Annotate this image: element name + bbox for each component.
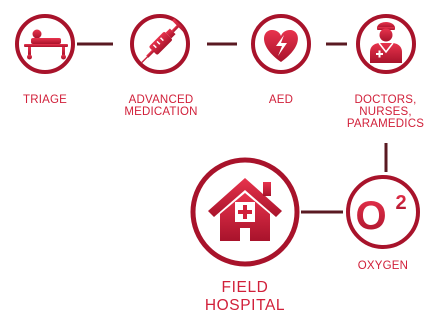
syringe-icon (141, 18, 186, 64)
node-advanced-medication (130, 14, 190, 74)
oxygen-symbol: O (355, 194, 386, 238)
doctor-icon (370, 22, 402, 63)
label-oxygen: OXYGEN (357, 260, 409, 272)
hospital-house-icon (208, 178, 282, 241)
label-advanced-medication: ADVANCED MEDICATION (124, 94, 198, 119)
node-triage (15, 14, 75, 74)
label-triage: TRIAGE (22, 94, 67, 106)
oxygen-superscript: 2 (395, 192, 406, 214)
label-aed: AED (268, 94, 294, 106)
label-doctors: DOCTORS, NURSES, PARAMEDICS (346, 94, 425, 131)
label-field-hospital: FIELD HOSPITAL (204, 279, 286, 314)
stretcher-icon (24, 29, 68, 60)
oxygen-icon: O 2 (355, 192, 406, 238)
node-field-hospital (190, 157, 300, 267)
node-doctors (356, 14, 416, 74)
node-aed (251, 14, 311, 74)
heart-lightning-icon (264, 30, 298, 62)
node-oxygen: O 2 (346, 175, 420, 249)
connector-lines (77, 42, 388, 214)
